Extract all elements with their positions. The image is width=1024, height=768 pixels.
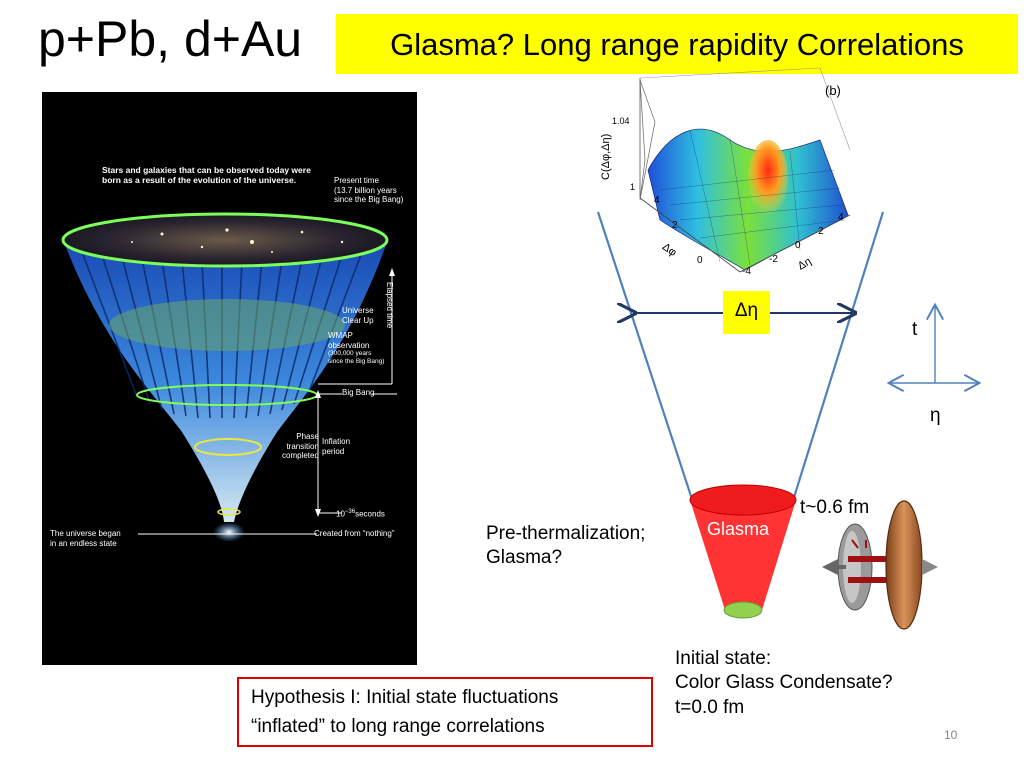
- plot-eta-tick-m4: -4: [742, 266, 751, 277]
- universe-began-label: The universe began in an endless state: [50, 529, 121, 548]
- time-glasma-label: t~0.6 fm: [800, 497, 870, 518]
- plot-z-axis-label: C(Δφ,Δη): [600, 133, 612, 180]
- correlation-surface-plot: [639, 67, 851, 273]
- hypothesis-line-2: “inflated” to long range correlations: [251, 716, 545, 737]
- hypothesis-line-1: Hypothesis I: Initial state fluctuations: [251, 687, 559, 708]
- delta-eta-label-box: Δη: [723, 291, 770, 334]
- hypothesis-box: Hypothesis I: Initial state fluctuations…: [237, 677, 653, 747]
- t-axis-label: t: [912, 319, 918, 340]
- cgc-ellipse: [723, 601, 763, 619]
- delta-eta-label: Δη: [734, 300, 759, 321]
- page-number: 10: [944, 728, 958, 742]
- universe-funnel-graphic: [61, 212, 397, 542]
- plot-z-tick-top: 1.04: [612, 116, 630, 126]
- eta-axis-label: η: [930, 405, 941, 426]
- plot-eta-tick-4: 4: [838, 212, 844, 223]
- plot-phi-tick-2: 2: [672, 220, 678, 231]
- highlight-banner: Glasma? Long range rapidity Correlations: [336, 14, 1018, 74]
- phase-transition-label: Phase transition completed: [282, 432, 319, 461]
- initial-state-label: Initial state: Color Glass Condensate? t…: [675, 648, 893, 718]
- glasma-label: Glasma: [707, 519, 770, 539]
- universe-caption: Stars and galaxies that can be observed …: [102, 165, 311, 186]
- wmap-label: WMAP observation (300,000 years since th…: [328, 331, 385, 365]
- plot-panel-label: (b): [825, 83, 841, 98]
- plot-phi-tick-4: 4: [654, 195, 660, 206]
- glasma-top-ellipse: [689, 484, 797, 516]
- plot-eta-tick-2: 2: [818, 226, 824, 237]
- highlight-text: Glasma? Long range rapidity Correlations: [390, 27, 964, 62]
- universe-evolution-figure: Stars and galaxies that can be observed …: [42, 92, 417, 665]
- pre-thermalization-label: Pre-thermalization; Glasma?: [486, 523, 646, 569]
- glasma-cone: [690, 500, 796, 610]
- created-from-nothing-label: Created from “nothing”: [314, 529, 395, 538]
- inflation-period-label: Inflation period: [322, 437, 351, 456]
- plot-phi-tick-0: 0: [697, 255, 703, 266]
- plot-eta-tick-0: 0: [795, 240, 801, 251]
- plot-eta-tick-m2: -2: [769, 254, 778, 265]
- big-bang-label: Big Bang: [342, 388, 375, 397]
- present-time-label: Present time (13.7 billion years since t…: [334, 176, 404, 205]
- slide-title: p+Pb, d+Au: [38, 11, 303, 67]
- collision-illustration: [822, 500, 938, 630]
- plot-z-tick-bottom: 1: [630, 182, 636, 192]
- clear-up-label: Universe Clear Up: [342, 306, 374, 325]
- seconds-label: 10−36seconds: [336, 509, 385, 519]
